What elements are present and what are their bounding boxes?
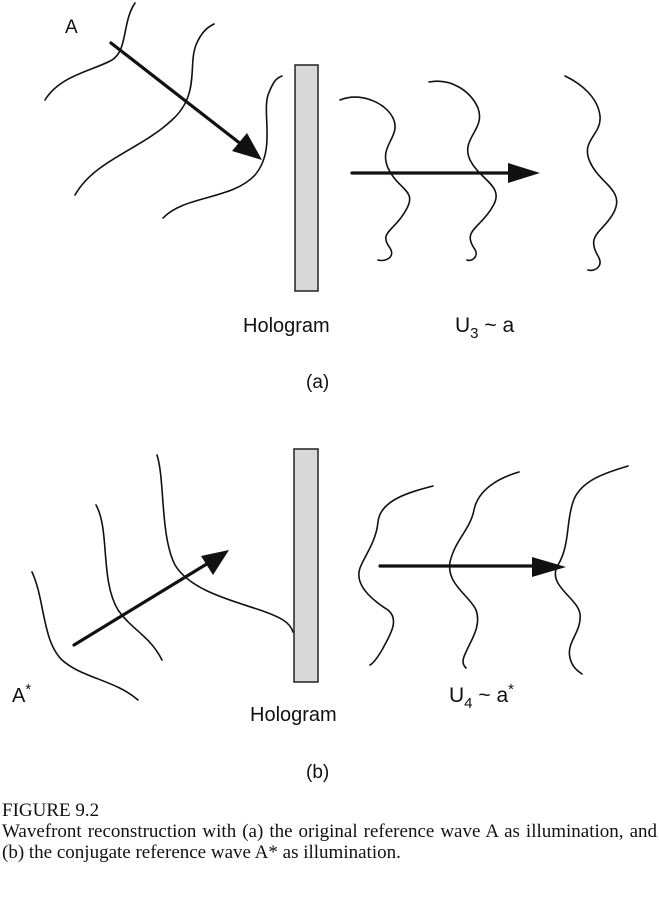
- reconstruction-arrowhead-a: [508, 163, 540, 183]
- reconstruction-arrowhead-b: [532, 557, 566, 577]
- caption-text: Wavefront reconstruction with (a) the or…: [2, 821, 657, 863]
- illumination-arrow-b: [72, 560, 212, 647]
- wave-label-a: A: [65, 17, 78, 38]
- hologram-plate-b: [293, 448, 319, 683]
- incoming-wavefront-b2: [95, 504, 163, 661]
- incoming-wavefront-b3: [156, 454, 294, 633]
- wave-label-b: A*: [12, 681, 31, 707]
- hologram-label-a: Hologram: [243, 315, 330, 337]
- illumination-arrow-a: [109, 41, 248, 150]
- panel-a: A Hologram U3 ~ a (a): [44, 2, 618, 393]
- hologram-plate-a: [294, 64, 319, 292]
- illumination-arrowhead-b: [201, 550, 229, 575]
- output-wavefront-b3: [554, 465, 629, 675]
- hologram-label-b: Hologram: [250, 704, 337, 726]
- output-wavefront-b1: [358, 485, 434, 666]
- output-label-a: U3 ~ a: [455, 314, 514, 342]
- output-wavefront-a1: [339, 96, 411, 262]
- output-wavefront-a2: [428, 80, 497, 262]
- output-label-b: U4 ~ a*: [449, 681, 514, 712]
- panel-b: A* Hologram U4 ~ a* (b): [12, 448, 629, 783]
- incoming-wavefront-a3: [162, 75, 283, 219]
- panel-label-b: (b): [306, 762, 329, 783]
- incoming-wavefront-a1: [44, 2, 136, 101]
- illumination-arrowhead-a: [232, 133, 262, 160]
- figure-caption: FIGURE 9.2 Wavefront reconstruction with…: [2, 800, 657, 863]
- output-wavefront-b2: [448, 471, 520, 669]
- panel-label-a: (a): [306, 372, 329, 393]
- incoming-wavefront-b1: [31, 571, 139, 701]
- output-wavefront-a3: [564, 75, 618, 272]
- caption-title: FIGURE 9.2: [2, 800, 100, 821]
- incoming-wavefront-a2: [74, 23, 215, 196]
